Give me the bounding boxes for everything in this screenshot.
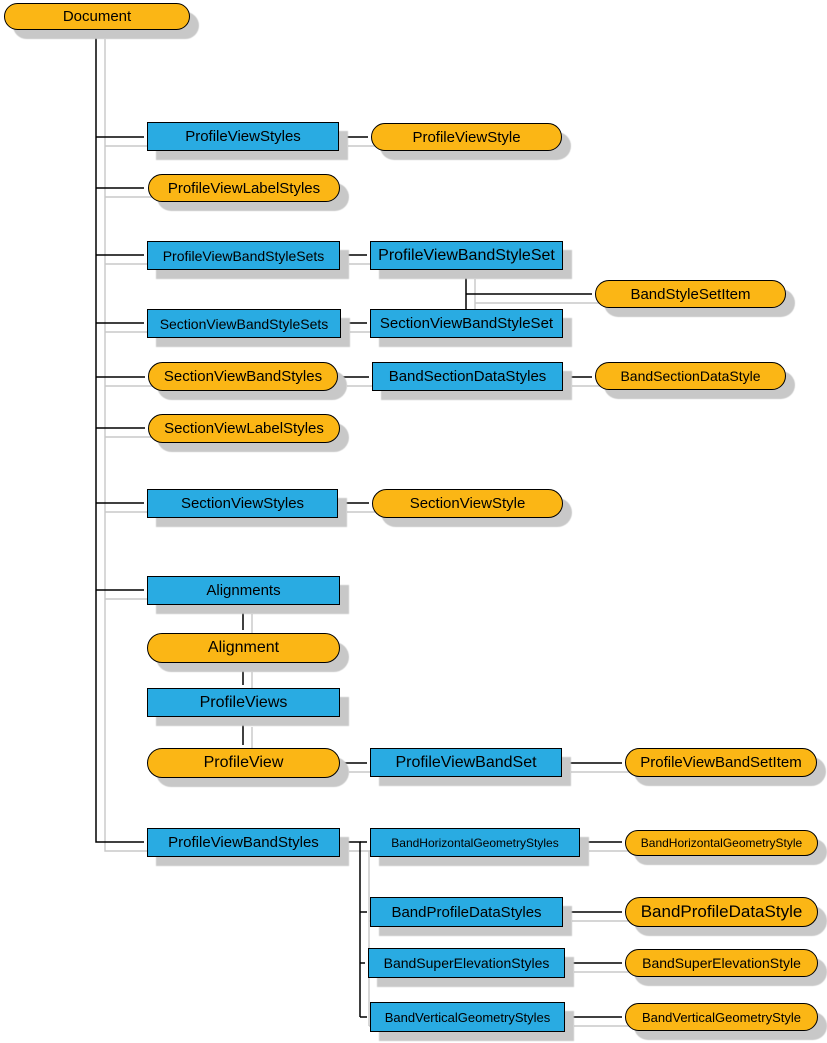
- node-section-view-band-style-set[interactable]: SectionViewBandStyleSet: [370, 309, 563, 338]
- node-profile-view-band-styles[interactable]: ProfileViewBandStyles: [147, 828, 340, 857]
- node-band-profile-data-styles[interactable]: BandProfileDataStyles: [370, 897, 563, 927]
- node-profile-view-band-set-item[interactable]: ProfileViewBandSetItem: [625, 748, 817, 777]
- connector-black-lines: [95, 30, 622, 1018]
- node-profile-view-band-set[interactable]: ProfileViewBandSet: [370, 748, 562, 777]
- node-profile-view[interactable]: ProfileView: [147, 748, 340, 778]
- node-band-profile-data-style[interactable]: BandProfileDataStyle: [625, 897, 818, 927]
- node-document[interactable]: Document: [4, 3, 190, 30]
- node-section-view-styles[interactable]: SectionViewStyles: [147, 489, 338, 518]
- node-band-vertical-geometry-style[interactable]: BandVerticalGeometryStyle: [625, 1003, 818, 1031]
- node-alignments[interactable]: Alignments: [147, 576, 340, 605]
- node-profile-views[interactable]: ProfileViews: [147, 688, 340, 717]
- node-profile-view-style[interactable]: ProfileViewStyle: [371, 123, 562, 151]
- node-profile-view-band-style-set[interactable]: ProfileViewBandStyleSet: [370, 241, 563, 270]
- node-profile-view-label-styles[interactable]: ProfileViewLabelStyles: [148, 174, 340, 202]
- node-section-view-style[interactable]: SectionViewStyle: [372, 489, 563, 518]
- node-profile-view-styles[interactable]: ProfileViewStyles: [147, 122, 339, 151]
- node-profile-view-band-style-sets[interactable]: ProfileViewBandStyleSets: [147, 241, 340, 270]
- node-band-section-data-styles[interactable]: BandSectionDataStyles: [372, 362, 563, 391]
- node-section-view-band-style-sets[interactable]: SectionViewBandStyleSets: [147, 309, 341, 338]
- node-band-horizontal-geometry-style[interactable]: BandHorizontalGeometryStyle: [625, 830, 818, 856]
- node-band-horizontal-geometry-styles[interactable]: BandHorizontalGeometryStyles: [370, 828, 580, 857]
- node-section-view-band-styles[interactable]: SectionViewBandStyles: [148, 362, 338, 391]
- node-alignment[interactable]: Alignment: [147, 633, 340, 663]
- node-band-style-set-item[interactable]: BandStyleSetItem: [595, 280, 786, 308]
- node-section-view-label-styles[interactable]: SectionViewLabelStyles: [148, 414, 340, 443]
- node-band-section-data-style[interactable]: BandSectionDataStyle: [595, 362, 786, 390]
- node-band-vertical-geometry-styles[interactable]: BandVerticalGeometryStyles: [370, 1002, 565, 1032]
- node-band-super-elevation-style[interactable]: BandSuperElevationStyle: [625, 949, 818, 977]
- node-band-super-elevation-styles[interactable]: BandSuperElevationStyles: [368, 948, 565, 978]
